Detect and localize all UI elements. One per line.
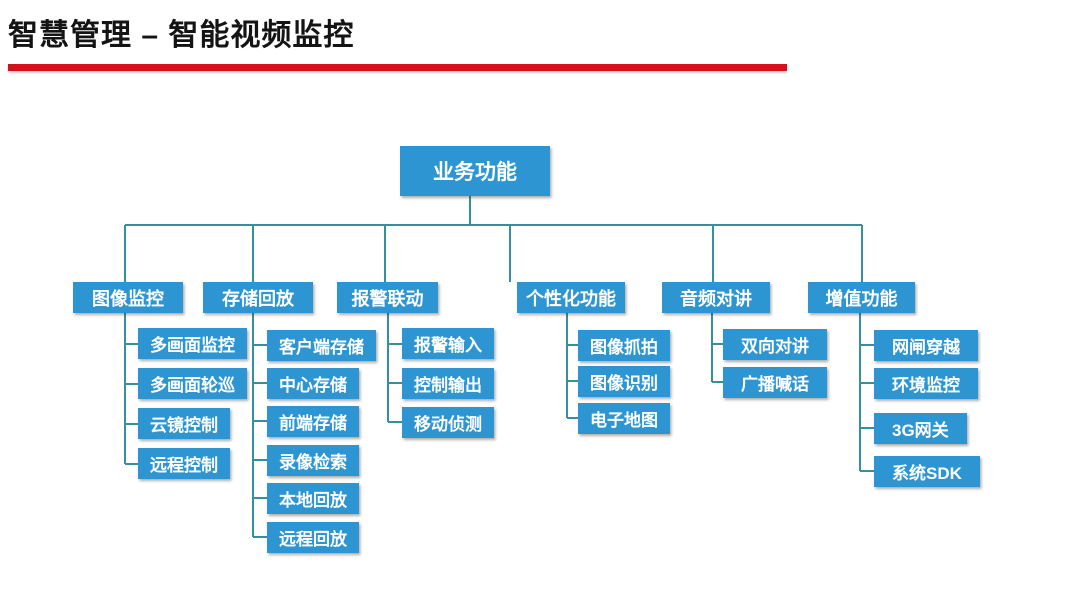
leaf-two-way-intercom: 双向对讲	[723, 329, 827, 360]
branch-storage-playback: 存储回放	[203, 282, 313, 313]
leaf-network-gate-traversal: 网闸穿越	[874, 330, 978, 361]
slide-title: 智慧管理 – 智能视频监控	[8, 19, 355, 52]
leaf-remote-control: 远程控制	[138, 448, 230, 479]
leaf-electronic-map: 电子地图	[578, 403, 670, 434]
leaf-3g-gateway: 3G网关	[874, 413, 967, 444]
leaf-client-storage: 客户端存储	[267, 330, 376, 361]
leaf-multi-screen-tour: 多画面轮巡	[138, 368, 247, 399]
leaf-control-output: 控制输出	[402, 368, 494, 399]
leaf-central-storage: 中心存储	[267, 368, 359, 399]
node-business-functions: 业务功能	[400, 146, 550, 196]
leaf-environment-monitoring: 环境监控	[874, 368, 978, 399]
branch-alarm-linkage: 报警联动	[337, 282, 438, 313]
branch-value-added: 增值功能	[808, 282, 915, 313]
leaf-alarm-input: 报警输入	[402, 328, 494, 359]
leaf-motion-detection: 移动侦测	[402, 407, 494, 438]
leaf-system-sdk: 系统SDK	[874, 456, 980, 487]
leaf-multi-screen-monitoring: 多画面监控	[138, 328, 247, 359]
title-underline-bar	[8, 64, 787, 71]
leaf-broadcast-announce: 广播喊话	[723, 367, 827, 398]
leaf-local-playback: 本地回放	[267, 483, 359, 514]
branch-audio-intercom: 音频对讲	[662, 282, 770, 313]
leaf-remote-playback: 远程回放	[267, 522, 359, 553]
leaf-image-recognition: 图像识别	[578, 366, 670, 397]
leaf-recording-search: 录像检索	[267, 445, 359, 476]
leaf-ptz-control: 云镜控制	[138, 408, 230, 439]
branch-personalization: 个性化功能	[517, 282, 625, 313]
leaf-image-snapshot: 图像抓拍	[578, 330, 670, 361]
branch-image-monitoring: 图像监控	[73, 282, 183, 313]
leaf-frontend-storage: 前端存储	[267, 406, 359, 437]
